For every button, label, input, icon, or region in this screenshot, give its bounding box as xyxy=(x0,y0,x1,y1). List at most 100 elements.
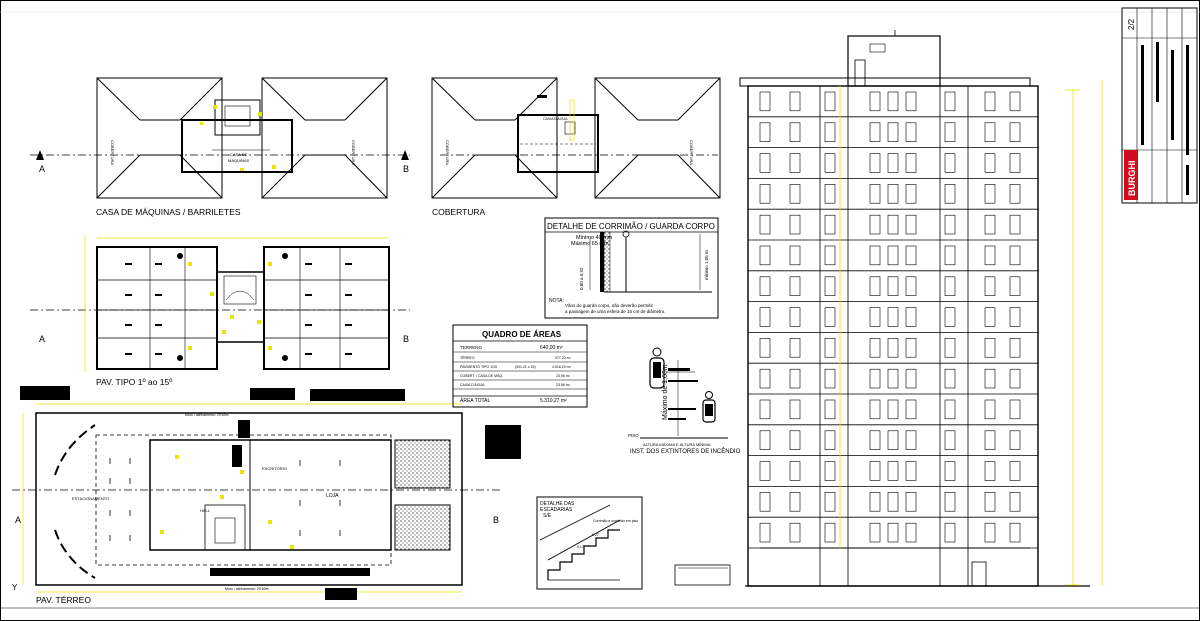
axis-y-mark: Y xyxy=(12,583,18,592)
areas-row-4-value: 23,96 m² xyxy=(556,383,571,387)
window xyxy=(789,368,801,389)
window xyxy=(1009,399,1021,420)
typical-floor-fixtures xyxy=(125,253,352,361)
handrail-detail xyxy=(544,217,719,319)
handrail-min: Mínimo 40 mm xyxy=(576,235,613,241)
window xyxy=(824,91,836,112)
window xyxy=(887,461,899,481)
window xyxy=(887,245,899,266)
window xyxy=(759,276,771,296)
window xyxy=(944,368,956,389)
window xyxy=(824,245,836,266)
ground-floor-title: PAV. TÉRREO xyxy=(36,595,91,605)
window xyxy=(824,122,836,142)
areas-total-label: ÁREA TOTAL xyxy=(460,397,491,404)
extinguisher-note: ALTURA MÁXIMA E ALTURA MÍNIMA xyxy=(643,442,711,447)
mh-center-label-1: CASA DE xyxy=(230,152,248,157)
window xyxy=(887,399,899,420)
window xyxy=(905,430,917,450)
ground-section-b: B xyxy=(493,515,499,525)
window xyxy=(789,399,801,420)
window xyxy=(887,184,899,204)
stair-title-1: DETALHE DAS xyxy=(540,501,575,507)
window xyxy=(869,307,881,327)
window xyxy=(869,184,881,204)
handrail-guard: mínimo 1,05 m xyxy=(704,250,709,280)
roof-label-right: COBERTURA xyxy=(689,140,694,165)
window xyxy=(789,122,801,142)
areas-row-3-value: 23,96 m² xyxy=(556,374,571,378)
window xyxy=(1009,184,1021,204)
window xyxy=(1009,245,1021,266)
stair-scale: S/E xyxy=(543,513,552,519)
window xyxy=(905,338,917,358)
window xyxy=(1009,461,1021,481)
window xyxy=(824,492,836,512)
typical-floor-accents xyxy=(188,262,272,350)
ground-office-label: ESCRITÓRIO xyxy=(262,466,287,471)
mh-section-a: A xyxy=(39,164,45,174)
window xyxy=(905,184,917,204)
window xyxy=(887,307,899,327)
window xyxy=(905,214,917,235)
window xyxy=(869,430,881,450)
window xyxy=(869,153,881,173)
window xyxy=(905,245,917,266)
window xyxy=(1009,492,1021,512)
window xyxy=(1009,153,1021,173)
ground-black-blocks xyxy=(20,386,521,600)
window xyxy=(869,368,881,389)
window xyxy=(1009,307,1021,327)
window xyxy=(759,122,771,142)
areas-title: QUADRO DE ÁREAS xyxy=(482,330,562,339)
machine-house-plan xyxy=(30,77,410,199)
extinguisher-bars xyxy=(668,368,698,420)
areas-row-1-value: 377,20 m² xyxy=(555,356,572,360)
window xyxy=(905,492,917,512)
window xyxy=(824,153,836,173)
stair-dim-1: 0,27 xyxy=(592,533,599,537)
window xyxy=(869,214,881,235)
machine-house-title: CASA DE MÁQUINAS / BARRILETES xyxy=(96,207,241,217)
mh-section-b: B xyxy=(403,164,409,174)
typical-floor-plan xyxy=(30,235,410,372)
window xyxy=(905,276,917,296)
window xyxy=(944,276,956,296)
window xyxy=(887,276,899,296)
window xyxy=(824,276,836,296)
window xyxy=(887,153,899,173)
window xyxy=(824,368,836,389)
window xyxy=(869,122,881,142)
handrail-height: 0,80 a 0,92 xyxy=(579,267,584,290)
window xyxy=(824,522,836,543)
extinguisher-detail xyxy=(640,347,728,439)
window xyxy=(984,430,996,450)
typical-floor-title: PAV. TIPO 1º ao 15º xyxy=(96,377,172,387)
window xyxy=(984,368,996,389)
window xyxy=(824,214,836,235)
window xyxy=(984,399,996,420)
stair-dim-2: 0,17 xyxy=(577,545,584,549)
areas-row-1-label: TÉRREO xyxy=(460,355,475,360)
elevation-dimension xyxy=(839,80,1103,586)
window xyxy=(1009,276,1021,296)
ground-floor-plan xyxy=(12,403,500,593)
areas-row-0-value: 640,00 m² xyxy=(540,345,563,351)
stair-note: Corrimão e corrimão em piso xyxy=(593,519,638,523)
areas-row-4-label: CAIXA D'ÁGUA xyxy=(460,383,485,387)
window xyxy=(887,91,899,112)
window xyxy=(789,522,801,543)
title-block-brand: BURGHI xyxy=(1127,161,1137,197)
mh-roof-right: COBERTURA xyxy=(351,140,356,165)
window xyxy=(759,399,771,420)
mh-center-label-2: MÁQUINAS xyxy=(228,158,250,163)
handrail-note-1: Vãos do guarda corpo, não deverão permit… xyxy=(565,303,654,308)
window xyxy=(984,492,996,512)
window xyxy=(905,91,917,112)
window xyxy=(869,245,881,266)
stair-detail xyxy=(536,496,643,590)
window xyxy=(944,245,956,266)
handrail-title: DETALHE DE CORRIMÃO / GUARDA CORPO xyxy=(547,222,715,231)
window xyxy=(869,276,881,296)
